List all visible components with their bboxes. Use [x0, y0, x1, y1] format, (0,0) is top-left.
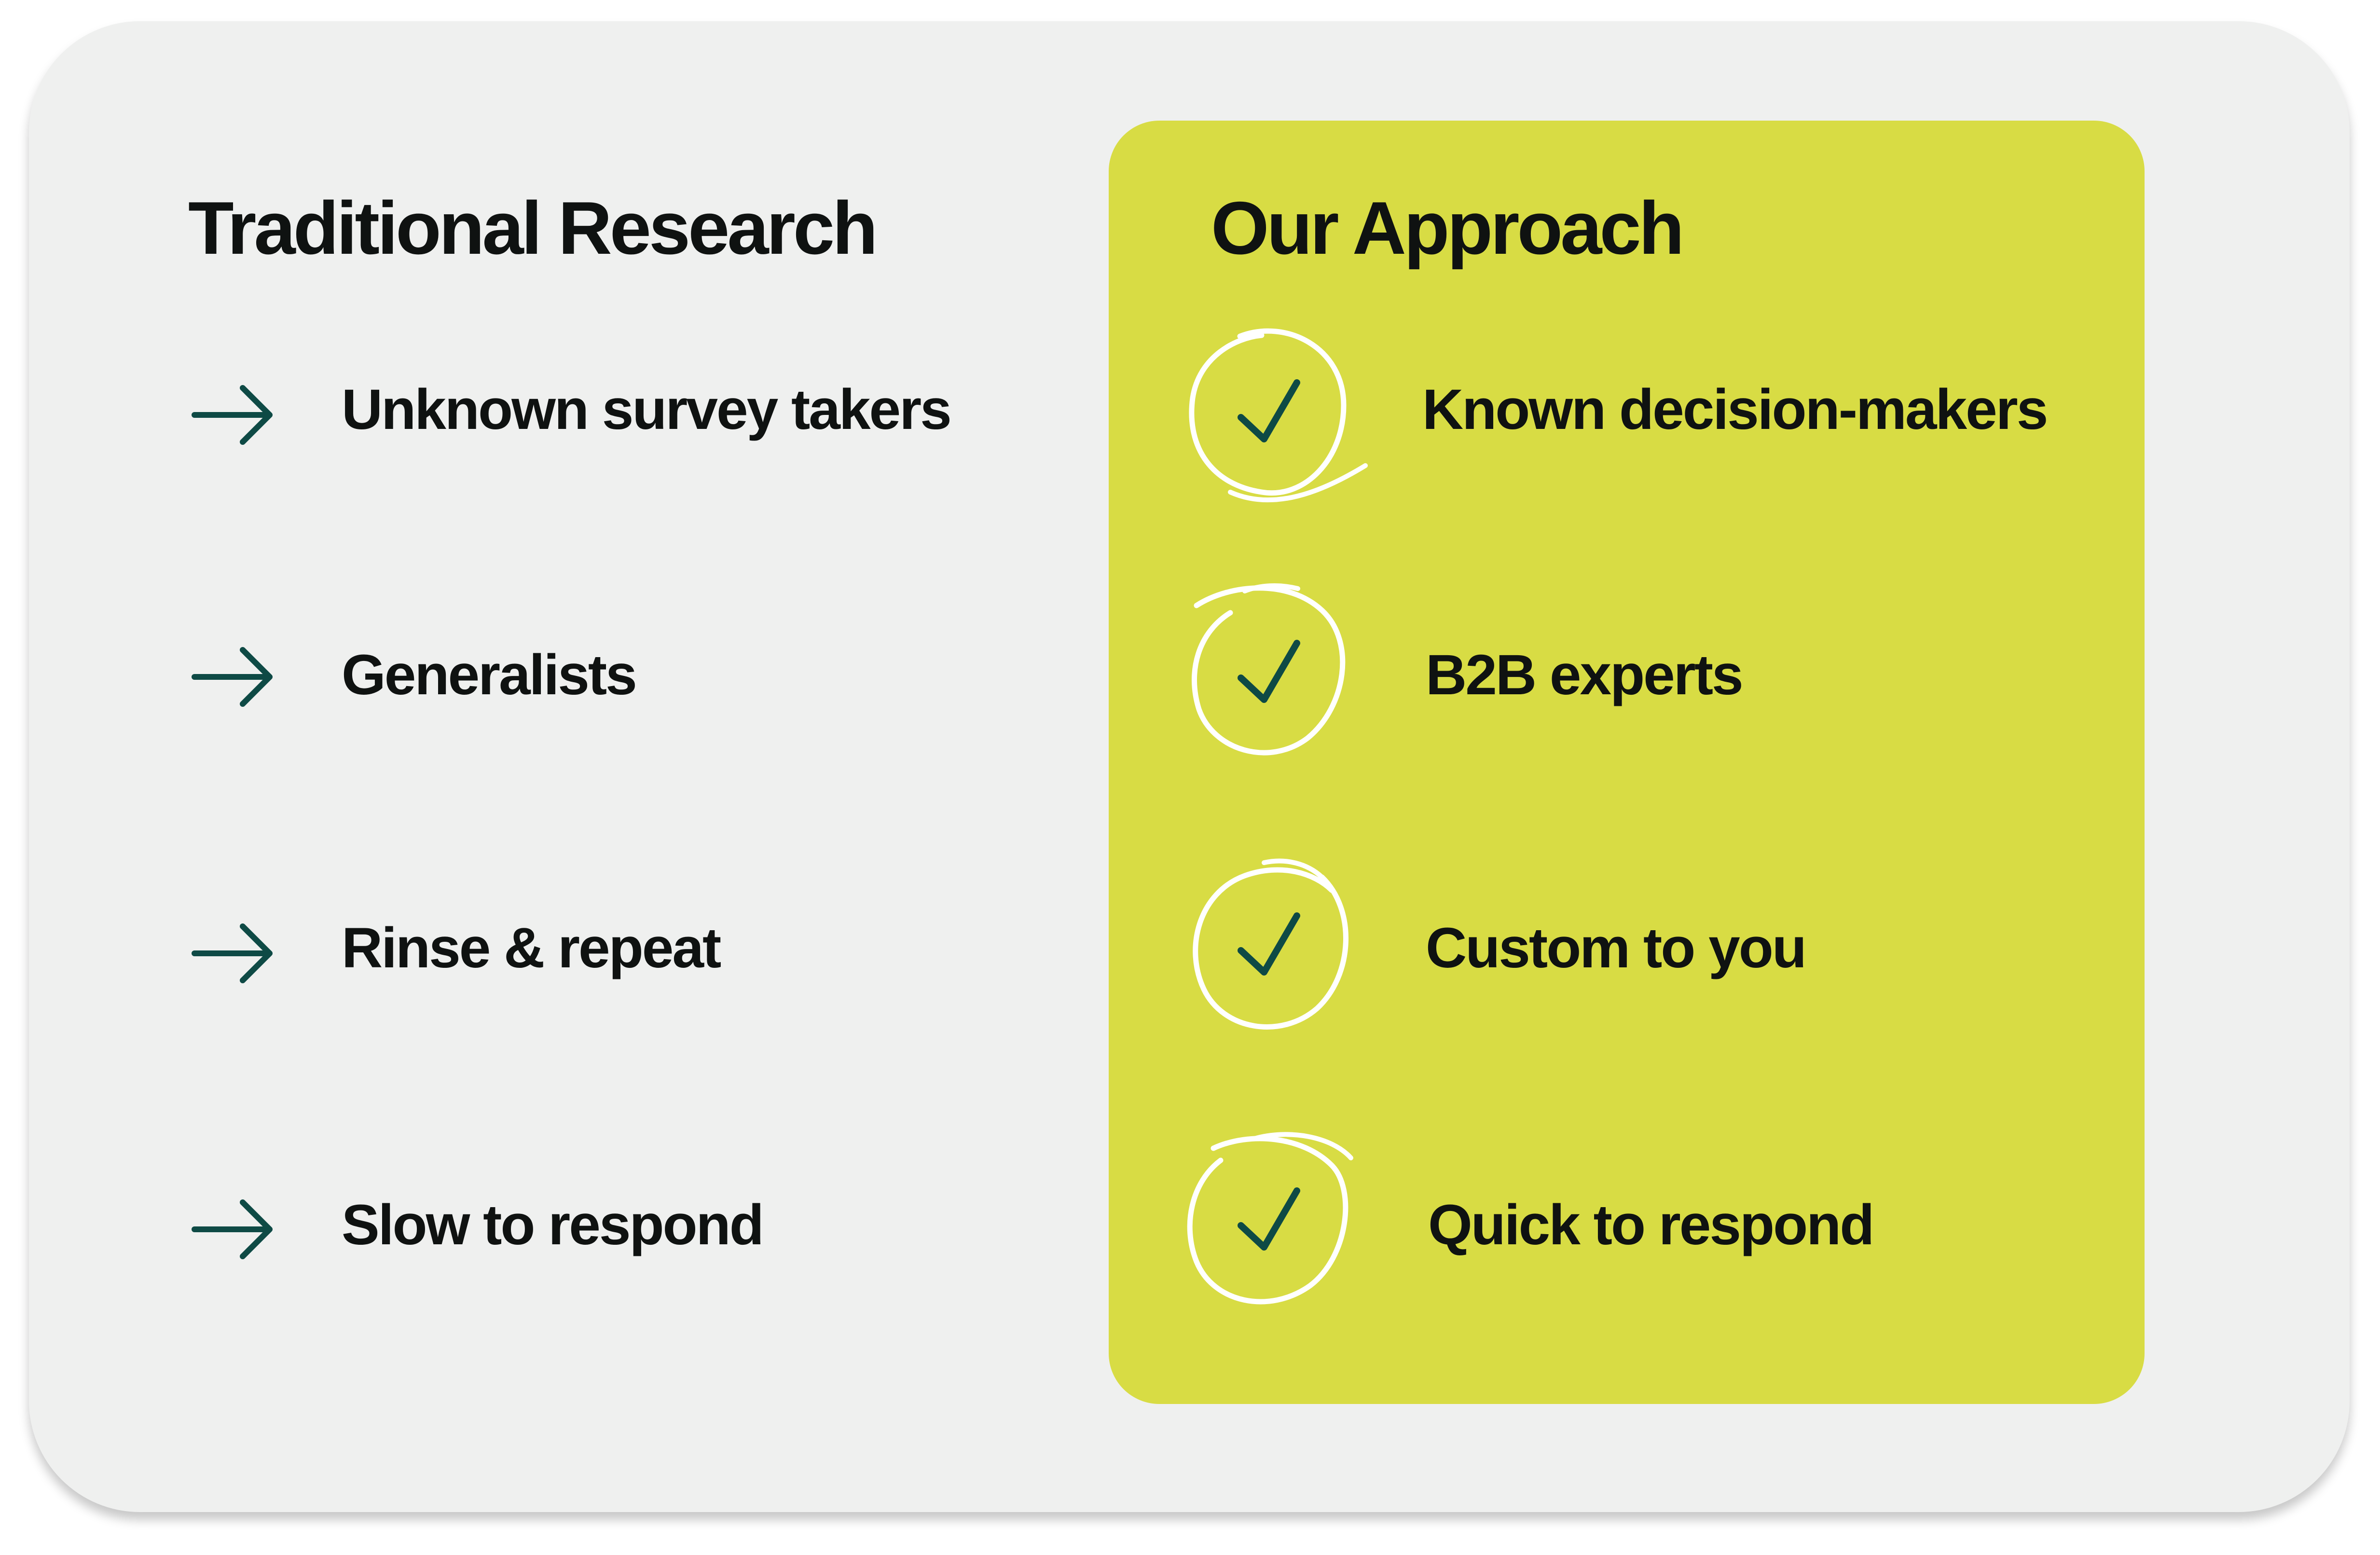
arrow-right-icon	[192, 1199, 273, 1259]
traditional-item-3: Rinse & repeat	[342, 916, 721, 980]
traditional-item-2: Generalists	[342, 643, 637, 707]
check-circle-icon	[1191, 583, 1346, 756]
traditional-item-4: Slow to respond	[342, 1193, 764, 1257]
arrow-right-icon	[192, 923, 273, 983]
approach-item-3: Custom to you	[1426, 916, 1807, 980]
check-circle-icon	[1189, 328, 1368, 503]
arrow-right-icon	[192, 647, 273, 707]
our-approach-title: Our Approach	[1211, 186, 1684, 270]
check-circle-icon	[1193, 858, 1349, 1030]
approach-item-4: Quick to respond	[1428, 1193, 1874, 1257]
traditional-research-title: Traditional Research	[188, 186, 878, 270]
traditional-item-1: Unknown survey takers	[342, 378, 952, 441]
arrow-right-icon	[192, 385, 273, 445]
approach-item-2: B2B experts	[1426, 643, 1744, 707]
check-circle-icon	[1187, 1132, 1353, 1305]
approach-item-1: Known decision-makers	[1422, 378, 2048, 441]
